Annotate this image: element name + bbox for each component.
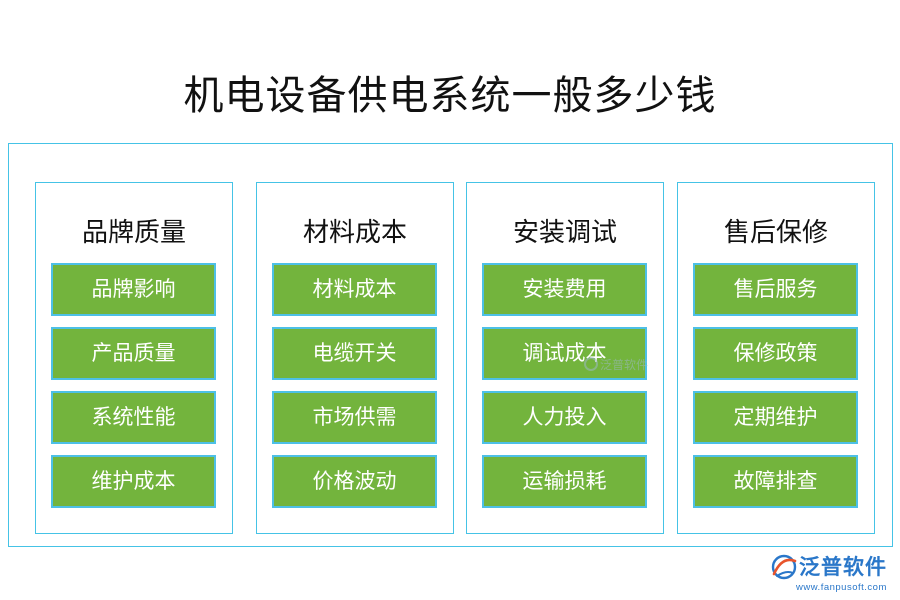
factor-box: 售后服务 [693, 263, 858, 316]
factor-box: 产品质量 [51, 327, 216, 380]
column-heading: 材料成本 [302, 218, 407, 248]
column-brand-quality: 品牌质量 品牌影响 产品质量 系统性能 维护成本 [35, 182, 233, 534]
column-heading: 售后保修 [723, 218, 828, 248]
brand-logo: 泛普软件 www.fanpusoft.com [768, 552, 892, 596]
factor-box: 定期维护 [693, 391, 858, 444]
brand-name: 泛普软件 [799, 555, 887, 579]
outer-frame [8, 143, 893, 547]
main-title: 机电设备供电系统一般多少钱 [183, 73, 717, 119]
factor-box: 人力投入 [482, 391, 647, 444]
column-after-sales: 售后保修 售后服务 保修政策 定期维护 故障排查 [677, 182, 875, 534]
factor-box: 保修政策 [693, 327, 858, 380]
factor-box: 材料成本 [272, 263, 437, 316]
column-material-cost: 材料成本 材料成本 电缆开关 市场供需 价格波动 [256, 182, 454, 534]
factor-box: 故障排查 [693, 455, 858, 508]
brand-url: www.fanpusoft.com [796, 582, 887, 593]
brand-logo-icon [771, 554, 797, 580]
factor-box: 运输损耗 [482, 455, 647, 508]
factor-box: 安装费用 [482, 263, 647, 316]
factor-box: 品牌影响 [51, 263, 216, 316]
factor-box: 系统性能 [51, 391, 216, 444]
factor-box: 维护成本 [51, 455, 216, 508]
column-heading: 品牌质量 [81, 218, 186, 248]
column-heading: 安装调试 [512, 218, 617, 248]
factor-box: 电缆开关 [272, 327, 437, 380]
column-installation: 安装调试 安装费用 调试成本 人力投入 运输损耗 [466, 182, 664, 534]
factor-box: 价格波动 [272, 455, 437, 508]
factor-box: 调试成本 [482, 327, 647, 380]
factor-box: 市场供需 [272, 391, 437, 444]
